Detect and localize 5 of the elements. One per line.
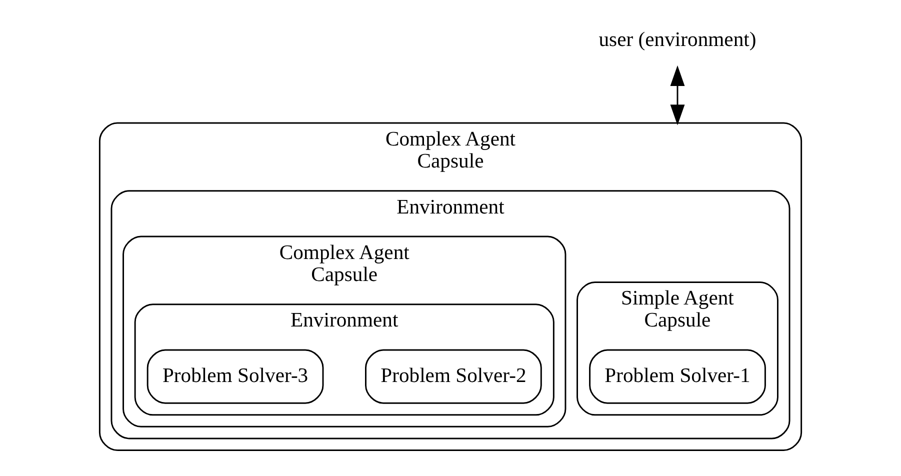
node-text: user (environment) xyxy=(598,28,756,51)
arrow xyxy=(670,65,685,126)
node-box: Problem Solver-2 xyxy=(365,349,542,404)
node-box: Problem Solver-3 xyxy=(146,349,324,404)
node-box: Problem Solver-1 xyxy=(589,349,766,404)
